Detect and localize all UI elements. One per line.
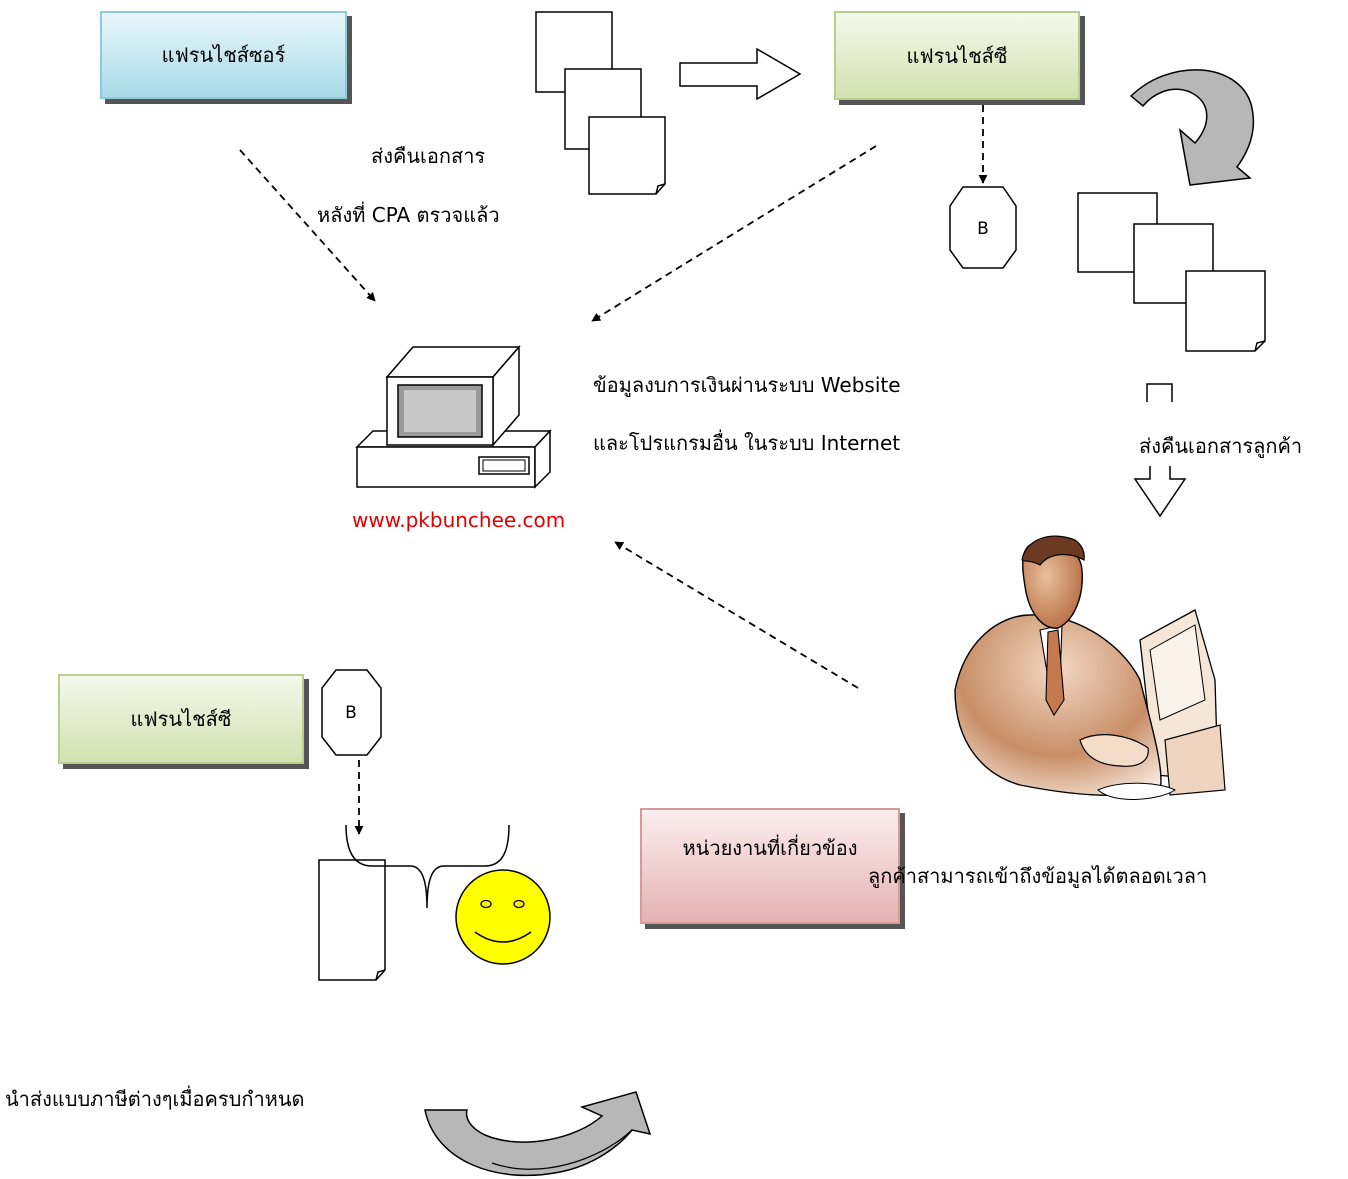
franchisee-bottom-box: แฟรนไชส์ซี	[58, 674, 304, 764]
connector-b-top-shape	[949, 186, 1017, 269]
connector-b-bottom-label: B	[345, 703, 357, 723]
website-url: www.pkbunchee.com	[352, 508, 566, 532]
document-stack-icon	[1077, 192, 1266, 352]
dashed-arrows	[239, 105, 988, 835]
curved-arrow-up-icon	[424, 1091, 652, 1177]
franchisee-bottom-label: แฟรนไชส์ซี	[130, 707, 232, 731]
smiley-icon	[455, 869, 551, 965]
bracket-shape	[1146, 383, 1173, 402]
return-docs-line2: หลังที่ CPA ตรวจแล้ว	[317, 203, 500, 227]
franchisor-label: แฟรนไชส์ซอร์	[161, 43, 286, 67]
franchisee-top-box: แฟรนไชส์ซี	[834, 11, 1080, 100]
franchisee-top-label: แฟรนไชส์ซี	[906, 43, 1008, 68]
franchisor-box: แฟรนไชส์ซอร์	[100, 11, 347, 99]
agency-box: หน่วยงานที่เกี่ยวข้อง	[640, 808, 900, 924]
curved-arrow-down-icon	[1129, 69, 1255, 186]
connector-b-bottom-shape	[321, 669, 382, 756]
customer-access-label: ลูกค้าสามารถเข้าถึงข้อมูลได้ตลอดเวลา	[868, 864, 1208, 888]
return-docs-line1: ส่งคืนเอกสาร	[371, 144, 486, 168]
data-description-line2: และโปรแกรมอื่น ในระบบ Internet	[593, 431, 901, 455]
agency-label: หน่วยงานที่เกี่ยวข้อง	[682, 836, 858, 860]
document-stack-icon	[535, 11, 666, 195]
computer-icon	[355, 344, 552, 489]
return-customer-docs-label: ส่งคืนเอกสารลูกค้า	[1139, 434, 1303, 458]
document-icon	[318, 859, 386, 981]
curved-arrow-edge	[491, 1129, 633, 1170]
submit-tax-label: นำส่งแบบภาษีต่างๆเมื่อครบกำหนด	[5, 1087, 305, 1111]
businessman-at-computer-icon	[954, 535, 1226, 800]
connector-b-top-label: B	[977, 219, 989, 239]
brace-shape	[345, 824, 510, 909]
hollow-arrow-down	[1133, 466, 1187, 518]
data-description-line1: ข้อมูลงบการเงินผ่านระบบ Website	[593, 373, 901, 397]
block-arrow-right	[679, 47, 802, 101]
